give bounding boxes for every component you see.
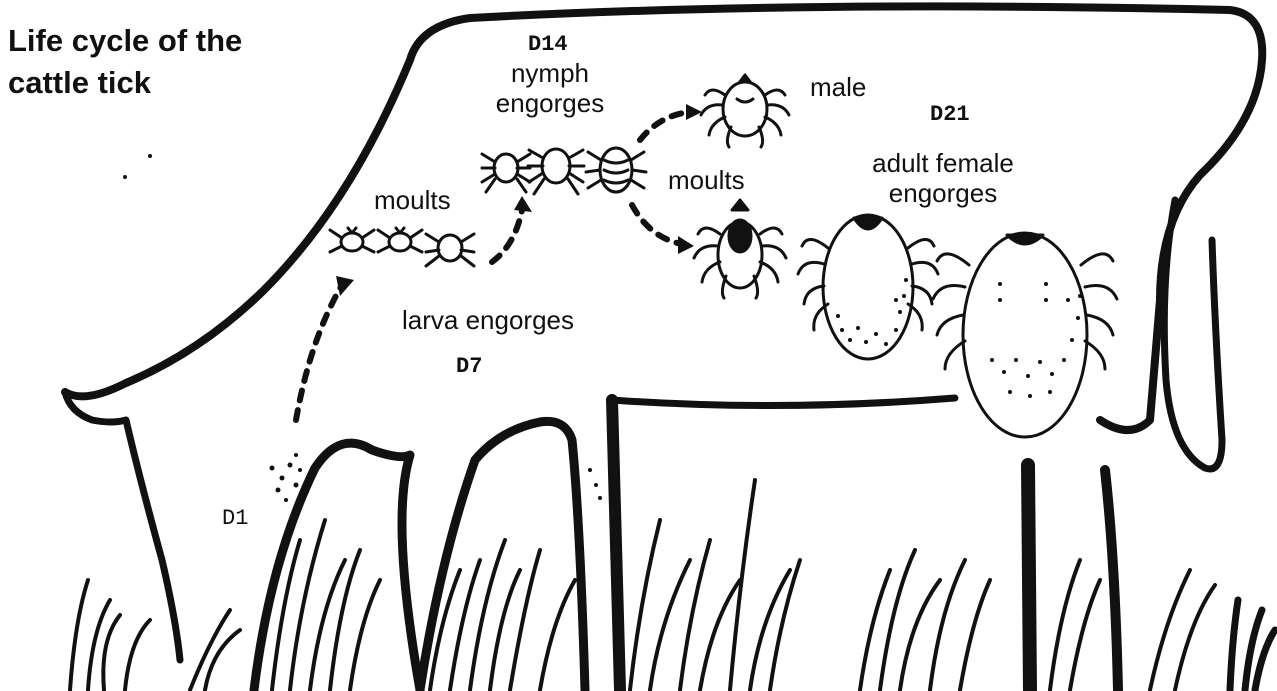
tick-adult-female-engorging xyxy=(798,215,938,359)
arrow-eggs-to-larva xyxy=(296,276,354,420)
tick-nymphs xyxy=(482,148,646,194)
arrow-nymph-to-male xyxy=(640,104,702,140)
cow-tail xyxy=(1164,200,1222,469)
nymph-line-1: nymph xyxy=(480,58,620,88)
cow-rear-leg-2 xyxy=(1028,465,1030,690)
moults-right-label: moults xyxy=(668,165,745,195)
cow-face xyxy=(65,392,180,660)
adult-line-1: adult female xyxy=(848,148,1038,178)
tick-adult-female-unfed xyxy=(694,200,786,298)
tick-male xyxy=(701,75,789,147)
adult-line-2: engorges xyxy=(848,178,1038,208)
male-label: male xyxy=(810,72,866,102)
nymph-line-2: engorges xyxy=(480,88,620,118)
tick-larvae xyxy=(330,228,474,266)
nymph-engorges-label: nymph engorges xyxy=(480,58,620,118)
arrow-nymph-to-female xyxy=(632,205,694,254)
cow-rear-leg-3 xyxy=(1105,470,1118,690)
arrow-larva-to-nymph xyxy=(492,196,532,262)
cow-front-leg-2 xyxy=(420,421,585,690)
grass xyxy=(70,480,1275,690)
cow-rear-leg-1 xyxy=(612,400,620,690)
diagram-title: Life cycle of the cattle tick xyxy=(8,20,242,104)
day-label-d14: D14 xyxy=(528,32,568,57)
title-line-1: Life cycle of the xyxy=(8,20,242,62)
day-label-d21: D21 xyxy=(930,102,970,127)
day-label-d7: D7 xyxy=(456,354,482,379)
moults-left-label: moults xyxy=(374,185,451,215)
day-label-d1: D1 xyxy=(222,506,248,531)
adult-female-engorges-label: adult female engorges xyxy=(848,148,1038,208)
cow-front-leg-1 xyxy=(254,443,420,690)
tick-adult-female-engorged xyxy=(933,233,1117,437)
larva-engorges-label: larva engorges xyxy=(402,305,574,335)
title-line-2: cattle tick xyxy=(8,62,242,104)
cow-belly xyxy=(612,398,955,406)
